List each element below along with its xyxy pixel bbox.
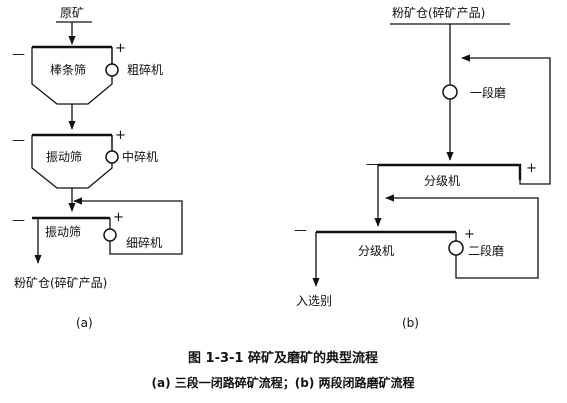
fine-crusher-icon: [103, 228, 117, 242]
minus-sign-a2: —: [12, 133, 25, 148]
plus-sign-b2: +: [464, 227, 475, 242]
fine-ore-bin-label: 粉矿仓(碎矿产品): [392, 5, 485, 20]
figure-title: 图 1-3-1 碎矿及磨矿的典型流程: [188, 350, 378, 366]
plus-sign-a2: +: [115, 128, 126, 143]
product-bin-label: 粉矿仓(碎矿产品): [14, 275, 107, 290]
coarse-crusher-label: 粗碎机: [127, 62, 163, 77]
classifier-1-label: 分级机: [424, 174, 460, 188]
minus-sign-b2: —: [294, 223, 307, 238]
medium-crusher-icon: [105, 150, 119, 164]
to-separation-label: 入选别: [296, 294, 332, 308]
medium-crusher-label: 中碎机: [122, 149, 158, 164]
secondary-mill-icon: [448, 240, 464, 256]
figure-subtitle: (a) 三段一闭路碎矿流程；(b) 两段闭路磨矿流程: [152, 375, 415, 390]
grizzly-screen-label: 棒条筛: [50, 62, 86, 77]
panel-a-crushing-flowsheet: 原矿 — + 棒条筛 粗碎机 — + 振动筛 中碎机 — + 振动筛 细碎机 粉…: [12, 6, 183, 330]
fine-crusher-return-line: [73, 197, 183, 255]
classifier-1-sand-return: [461, 54, 551, 185]
vibrating-screen-1-label: 振动筛: [46, 149, 82, 164]
panel-b-caption: (b): [402, 316, 419, 330]
minus-sign-a1: —: [12, 47, 25, 62]
panel-b-grinding-flowsheet: 粉矿仓(碎矿产品) 一段磨 — + 分级机 — + 分级机 二段磨 入选别 (b…: [294, 5, 551, 330]
secondary-mill-label: 二段磨: [468, 243, 504, 258]
minus-sign-a3: —: [12, 213, 25, 228]
secondary-mill-return-line: [385, 194, 539, 279]
primary-mill-label: 一段磨: [470, 85, 506, 100]
primary-mill-icon: [442, 84, 458, 100]
panel-a-caption: (a): [76, 316, 93, 330]
raw-ore-label: 原矿: [60, 6, 84, 20]
classifier-2-label: 分级机: [358, 244, 394, 258]
minus-sign-b1: —: [366, 157, 379, 172]
plus-sign-a1: +: [115, 41, 126, 56]
vibrating-screen-2-label: 振动筛: [45, 224, 81, 239]
fine-crusher-label: 细碎机: [126, 235, 162, 250]
plus-sign-a3: +: [113, 210, 124, 225]
coarse-crusher-icon: [105, 63, 119, 77]
plus-sign-b1: +: [526, 161, 537, 176]
classifier-1-body: [378, 163, 522, 180]
